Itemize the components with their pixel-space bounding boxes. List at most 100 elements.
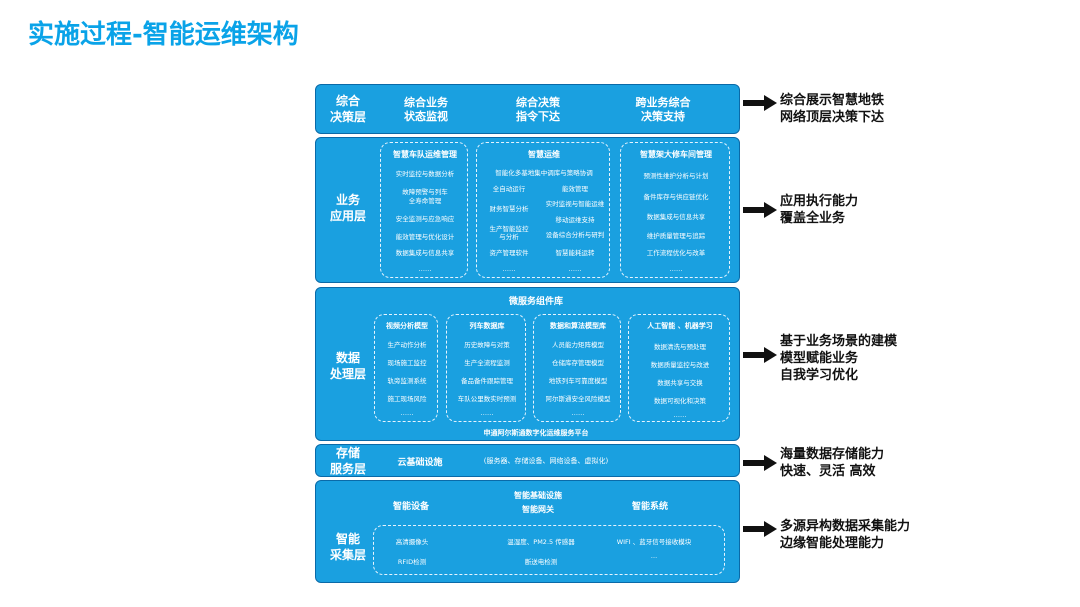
box-item: 移动运维支持 — [555, 216, 595, 224]
collection-capability: 多源异构数据采集能力 边缘智能处理能力 — [780, 518, 910, 552]
layer-name-line2: 采集层 — [329, 548, 366, 562]
decision-item-3-line1: 跨业务综合 — [635, 96, 691, 109]
smart-system-header: 智能系统 — [631, 502, 669, 512]
box-item: 阿尔斯通安全风险模型 — [545, 395, 611, 403]
data-layer-name: 数据 处理层 — [316, 350, 380, 382]
microservice-header: 微服务组件库 — [508, 297, 564, 307]
decision-item-1-line1: 综合业务 — [404, 96, 448, 109]
box-item: 车队公里数实时预测 — [457, 395, 517, 403]
layer-name-line1: 数据 — [335, 351, 360, 365]
collection-item: WIFI 、蓝牙信号接收模块 — [616, 538, 692, 546]
decision-item-2-line2: 指令下达 — [516, 110, 560, 123]
decision-layer: 综合 决策层 综合业务 状态监视 综合决策 指令下达 跨业务综合 决策支持 — [315, 84, 740, 134]
box-title: 智慧运维 — [528, 150, 560, 159]
capability-line: 应用执行能力 — [780, 194, 859, 209]
collection-layer-name: 智能 采集层 — [316, 531, 380, 563]
layer-name-line1: 综合 — [335, 94, 360, 108]
collection-item: RFID检测 — [397, 558, 427, 566]
collection-item: 断送电检测 — [524, 558, 558, 566]
box-item: 预测性维护分析与计划 — [643, 172, 709, 180]
box-item: 地铁列车可靠度模型 — [548, 377, 608, 385]
box-item: 数据可视化和决策 — [654, 397, 706, 405]
data-capability: 基于业务场景的建模 模型赋能业务 自我学习优化 — [780, 333, 897, 384]
box-item: 人员能力矩阵模型 — [552, 341, 604, 349]
arrow-right-icon — [743, 521, 777, 537]
layer-name-line2: 处理层 — [329, 367, 366, 381]
decision-item-1-line2: 状态监视 — [404, 110, 448, 123]
layer-name-line2: 应用层 — [329, 209, 366, 223]
decision-item-3: 跨业务综合 决策支持 — [636, 96, 691, 124]
video-model-box: 视频分析模型 生产动作分析 现场施工监控 轨旁监测系统 施工现场风险 …… — [374, 314, 438, 422]
box-item: …… — [400, 409, 414, 417]
layer-name-line1: 业务 — [335, 193, 360, 207]
train-database-box: 列车数据库 历史故障与对策 生产全流程监测 备品备件跟踪管理 车队公里数实时预测… — [446, 314, 526, 422]
box-item: 实时监视与智能运维 — [545, 200, 605, 208]
box-item: …… — [568, 265, 582, 273]
capability-line: 海量数据存储能力 — [780, 447, 885, 462]
layer-name-line2: 服务层 — [329, 462, 366, 476]
smart-gateway-header: 智能网关 — [522, 505, 554, 514]
application-capability: 应用执行能力 覆盖全业务 — [780, 193, 858, 227]
cloud-infrastructure-detail: (服务器、存储设备、网络设备、虚拟化) — [483, 457, 609, 465]
box-item: 数据集成与信息共享 — [646, 213, 706, 221]
capability-line: 多源异构数据采集能力 — [780, 519, 911, 534]
box-item: 工作流程优化与改革 — [646, 249, 706, 257]
box-item: …… — [571, 409, 585, 417]
box-item: …… — [502, 265, 516, 273]
decision-capability: 综合展示智慧地铁 网络顶层决策下达 — [780, 92, 884, 126]
layer-name-line2: 决策层 — [329, 110, 366, 124]
box-item: 安全监测与应急响应 — [395, 215, 455, 223]
decision-item-1: 综合业务 状态监视 — [404, 96, 448, 124]
collection-item: … — [650, 552, 658, 560]
box-item: 全自动运行 — [492, 185, 526, 193]
decision-layer-name: 综合 决策层 — [316, 93, 380, 125]
capability-line: 边缘智能处理能力 — [780, 536, 885, 551]
box-title: 智慧车队运维管理 — [393, 150, 457, 159]
box-item: 备品备件跟踪管理 — [461, 377, 513, 385]
box-item: 历史故障与对策 — [464, 341, 510, 349]
capability-line: 自我学习优化 — [780, 368, 859, 383]
storage-capability: 海量数据存储能力 快速、灵活 高效 — [780, 446, 884, 480]
capability-line: 网络顶层决策下达 — [780, 110, 885, 125]
smart-maintenance-box: 智慧运维 智能化多基地集中调库与策略协调 全自动运行 能效管理 财务智慧分析 实… — [476, 142, 610, 278]
capability-line: 基于业务场景的建模 — [780, 334, 898, 349]
box-item: 能效管理与优化设计 — [395, 233, 455, 241]
collection-layer: 智能 采集层 智能设备 智能基础设施 智能网关 智能系统 高清摄像头 RFID检… — [315, 480, 740, 583]
algorithm-model-box: 数据和算法模型库 人员能力矩阵模型 仓储库存管理模型 地铁列车可靠度模型 阿尔斯… — [533, 314, 621, 422]
box-item: 资产管理软件 — [489, 249, 529, 257]
box-title: 智慧架大修车间管理 — [640, 150, 712, 159]
box-item: 施工现场风险 — [387, 395, 427, 403]
layer-name-line1: 智能 — [335, 532, 360, 546]
capability-line: 综合展示智慧地铁 — [780, 93, 885, 108]
smart-devices-header: 智能设备 — [392, 502, 430, 512]
smart-infrastructure-header: 智能基础设施 — [514, 491, 562, 500]
box-item: 实时监控与数据分析 — [395, 170, 455, 178]
cloud-infrastructure: 云基础设施 — [397, 458, 443, 468]
box-item: 轨旁监测系统 — [387, 377, 427, 385]
box-item: 财务智慧分析 — [489, 205, 529, 213]
box-title: 数据和算法模型库 — [550, 322, 606, 330]
collection-item: 高清摄像头 — [395, 538, 429, 546]
box-item: 与分析 — [499, 233, 519, 241]
ai-ml-box: 人工智能 、机器学习 数据清洗与预处理 数据质量监控与改进 数据共享与交换 数据… — [628, 314, 730, 422]
box-item: 数据集成与信息共享 — [395, 249, 455, 257]
page-title: 实施过程-智能运维架构 — [28, 20, 299, 50]
box-item: 生产全流程监测 — [464, 359, 510, 367]
arrow-right-icon — [743, 347, 777, 363]
collection-item: 温湿度、PM2.5 传感器 — [507, 538, 575, 546]
decision-item-2: 综合决策 指令下达 — [516, 96, 560, 124]
arrow-right-icon — [743, 202, 777, 218]
capability-line: 覆盖全业务 — [780, 211, 846, 226]
box-item: 数据共享与交换 — [657, 379, 703, 387]
collection-items-box: 高清摄像头 RFID检测 温湿度、PM2.5 传感器 断送电检测 WIFI 、蓝… — [373, 525, 725, 575]
box-item: 生产动作分析 — [387, 341, 427, 349]
box-item: 维护质量管理与追踪 — [646, 232, 706, 240]
box-item: 现场施工监控 — [387, 359, 427, 367]
box-title: 列车数据库 — [469, 322, 505, 330]
box-item: 数据清洗与预处理 — [654, 343, 706, 351]
capability-line: 模型赋能业务 — [780, 351, 859, 366]
box-title: 视频分析模型 — [386, 322, 428, 330]
decision-item-2-line1: 综合决策 — [516, 96, 560, 109]
capability-line: 快速、灵活 高效 — [780, 464, 876, 479]
arrow-right-icon — [743, 95, 777, 111]
